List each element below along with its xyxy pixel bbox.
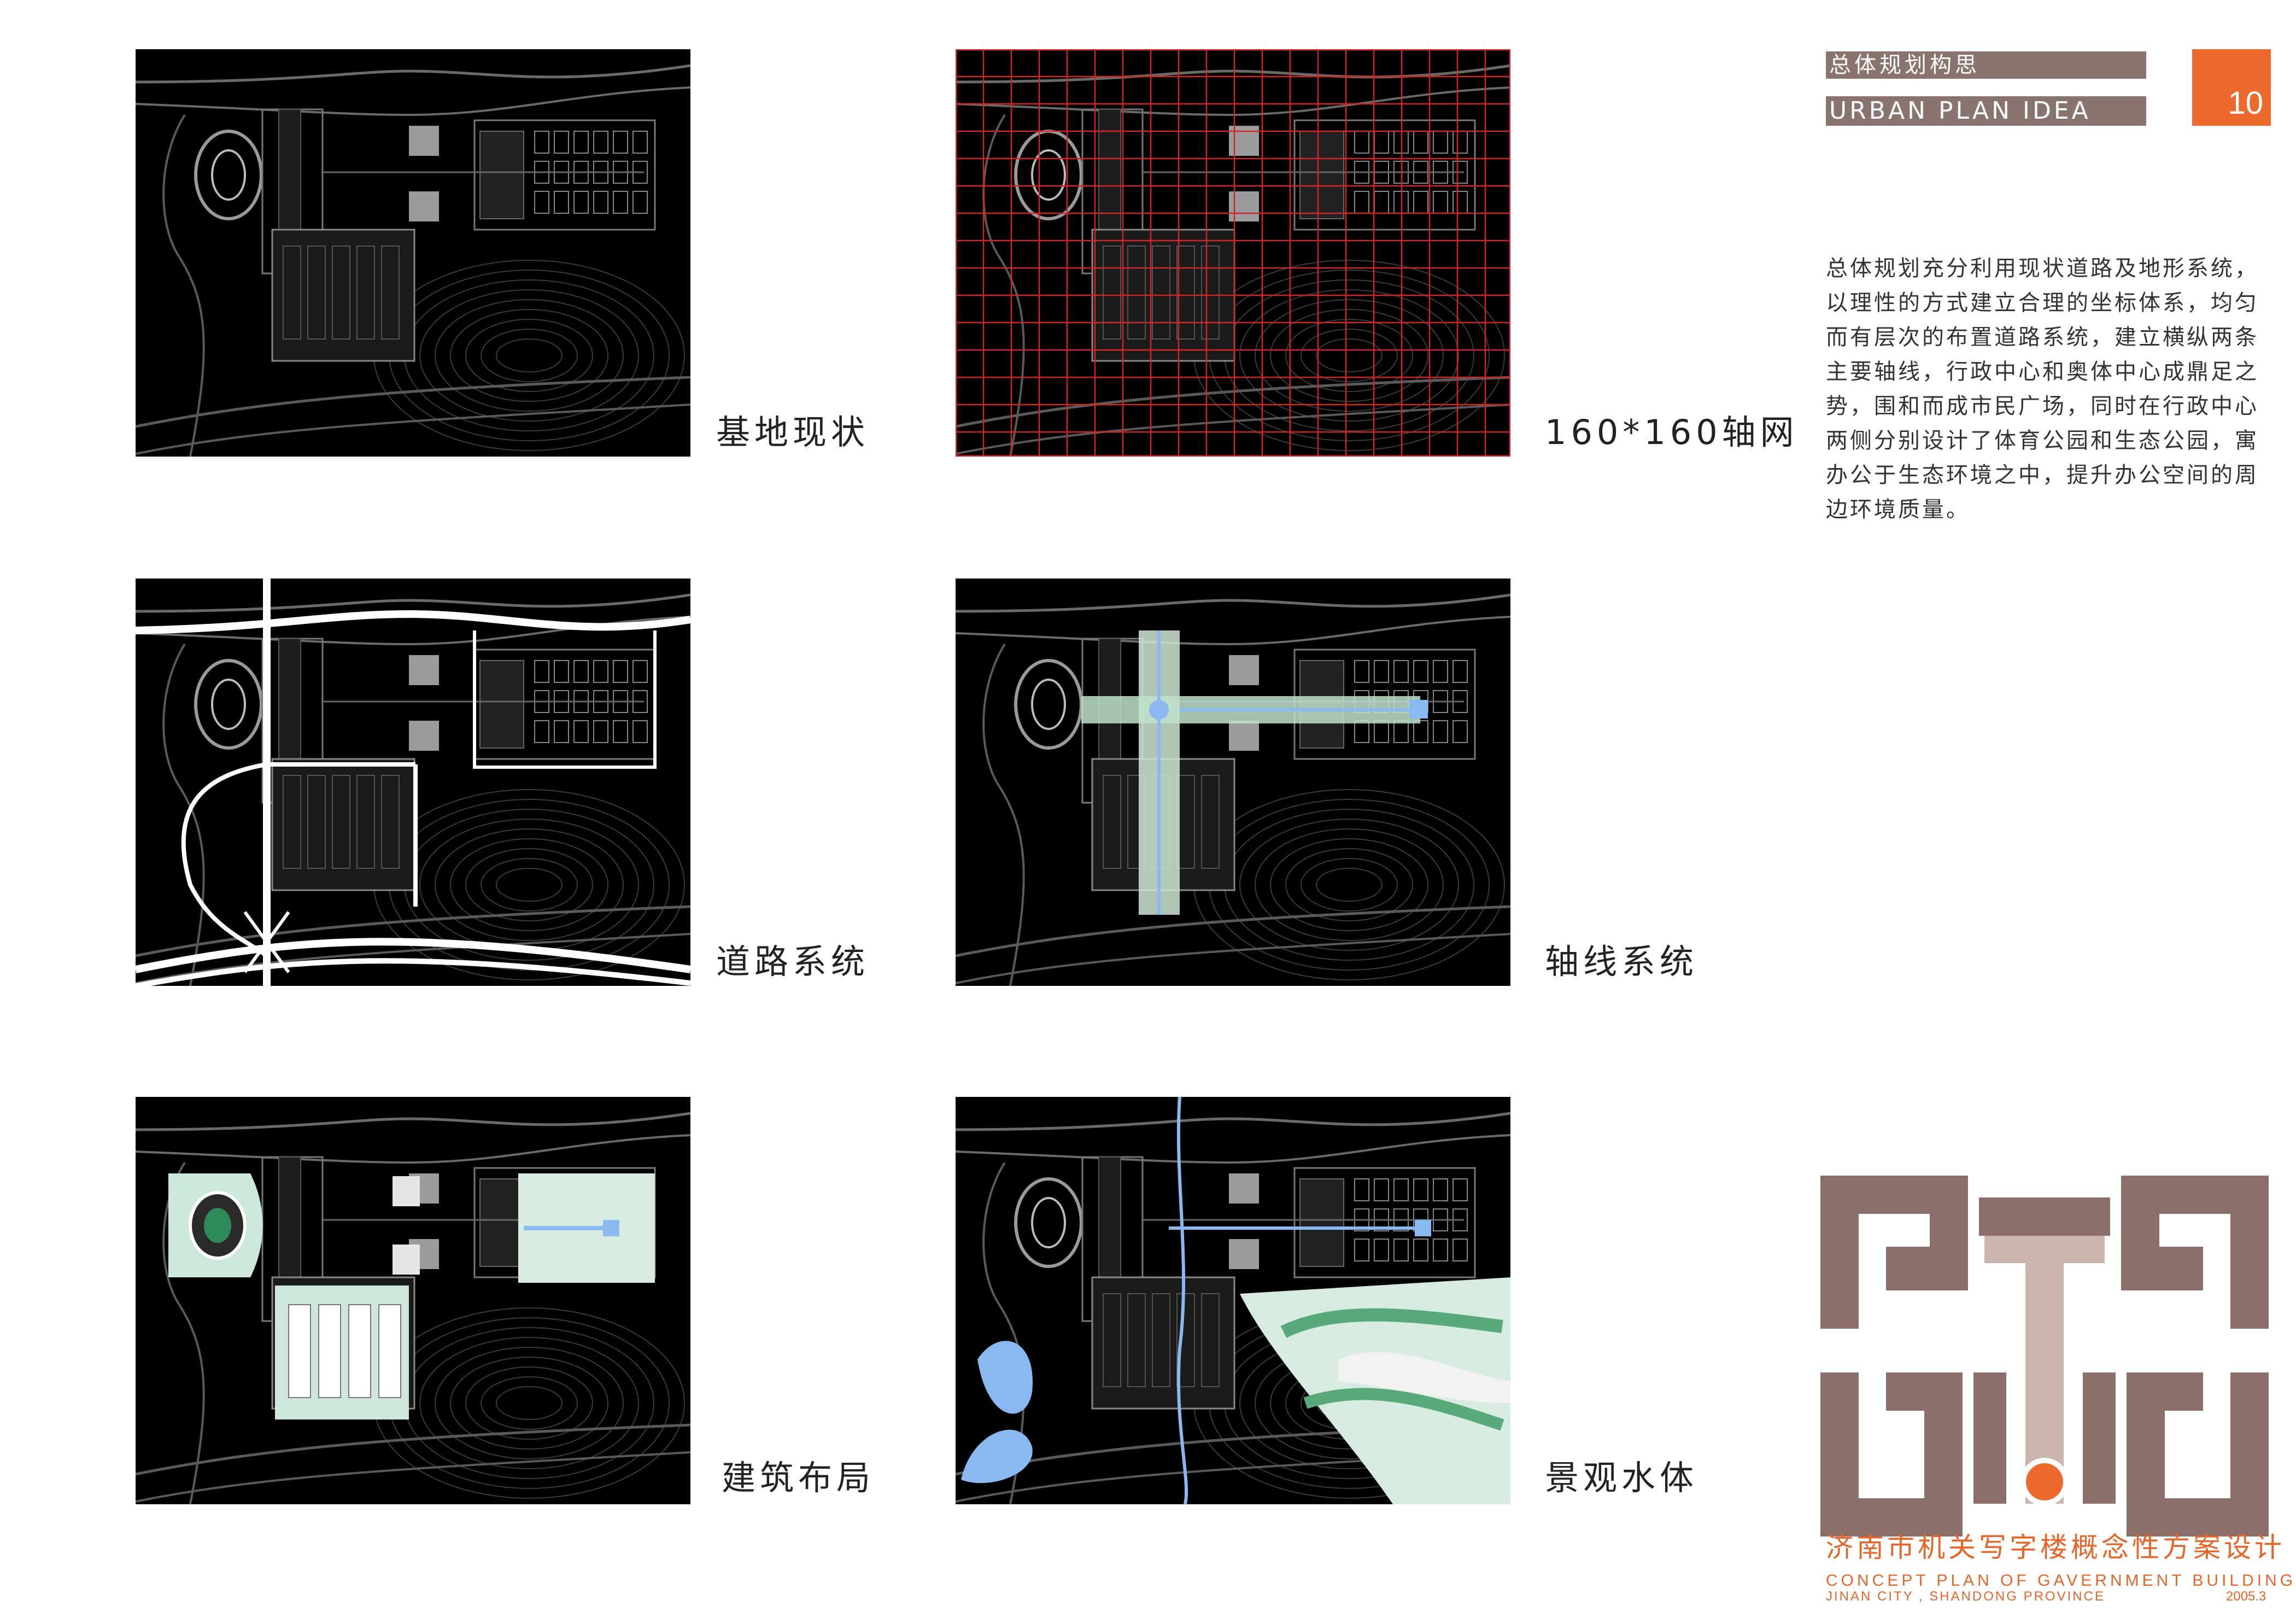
caption-landscape: 景观水体 — [1545, 1458, 1698, 1498]
page-number: 10 — [2228, 85, 2263, 121]
stadium-shape — [194, 659, 263, 750]
site-plan-buildings — [136, 1112, 690, 1504]
footer-title-cn: 济南市机关写字楼概念性方案设计 — [1826, 1532, 2285, 1563]
footer-title-en: CONCEPT PLAN OF GAVERNMENT BUILDING — [1826, 1572, 2296, 1590]
header-title-en: URBAN PLAN IDEA — [1829, 97, 2091, 125]
panel-buildings — [136, 1097, 690, 1504]
plaza-square-north — [1229, 1173, 1259, 1204]
plan-description: 总体规划充分利用现状道路及地形系统，以理性的方式建立合理的坐标体系，均匀而有层次… — [1826, 256, 2259, 522]
site-plan-base — [136, 64, 690, 457]
stadium-shape — [1014, 130, 1083, 220]
caption-grid: 160*160轴网 — [1545, 412, 1799, 452]
caption-site-status: 基地现状 — [716, 412, 870, 452]
landscape-water — [961, 1097, 1510, 1504]
site-plan-axis — [956, 593, 1510, 986]
panel-axis — [956, 579, 1510, 986]
page-number-box: 10 — [2192, 49, 2271, 126]
building-layout — [168, 1173, 655, 1419]
site-plan-roads — [136, 579, 690, 986]
plaza-square-south — [409, 191, 439, 221]
site-plan-landscape — [956, 1097, 1510, 1504]
header-title-cn: 总体规划构思 — [1829, 52, 1980, 78]
plan-linework — [136, 1112, 690, 1504]
stadium-shape — [194, 130, 263, 220]
plaza-square-south — [1229, 1239, 1259, 1269]
plaza-square-south — [1229, 721, 1259, 751]
header-title-en-bar: URBAN PLAN IDEA — [1826, 96, 2146, 126]
footer-location: JINAN CITY , SHANDONG PROVINCE — [1826, 1589, 2105, 1604]
road-system — [136, 579, 690, 986]
panel-site-status — [136, 49, 690, 457]
axis-grid — [956, 49, 1510, 457]
axis-system — [1081, 630, 1428, 915]
panel-landscape — [956, 1097, 1510, 1504]
stadium-shape — [1014, 659, 1083, 750]
plaza-square-north — [409, 126, 439, 156]
plan-linework — [956, 1112, 1510, 1504]
plan-linework — [136, 64, 690, 457]
plaza-square-north — [409, 655, 439, 685]
caption-buildings: 建筑布局 — [722, 1458, 875, 1498]
panel-roads — [136, 579, 690, 986]
caption-roads: 道路系统 — [716, 942, 870, 982]
plaza-square-south — [1229, 191, 1259, 221]
plan-linework — [956, 593, 1510, 986]
plaza-square-north — [1229, 126, 1259, 156]
stadium-shape — [1014, 1177, 1083, 1268]
project-logo — [1820, 1176, 2269, 1537]
plaza-square-south — [409, 721, 439, 751]
caption-axis: 轴线系统 — [1545, 942, 1698, 982]
panel-grid — [956, 49, 1510, 457]
header-title-cn-bar: 总体规划构思 — [1826, 51, 2146, 79]
site-plan-grid — [956, 49, 1510, 457]
plan-linework — [136, 593, 690, 986]
footer-date: 2005.3 — [2226, 1589, 2266, 1604]
admin-block — [271, 758, 415, 891]
admin-block — [1091, 1276, 1235, 1410]
admin-block — [271, 229, 415, 362]
plaza-square-north — [1229, 655, 1259, 685]
